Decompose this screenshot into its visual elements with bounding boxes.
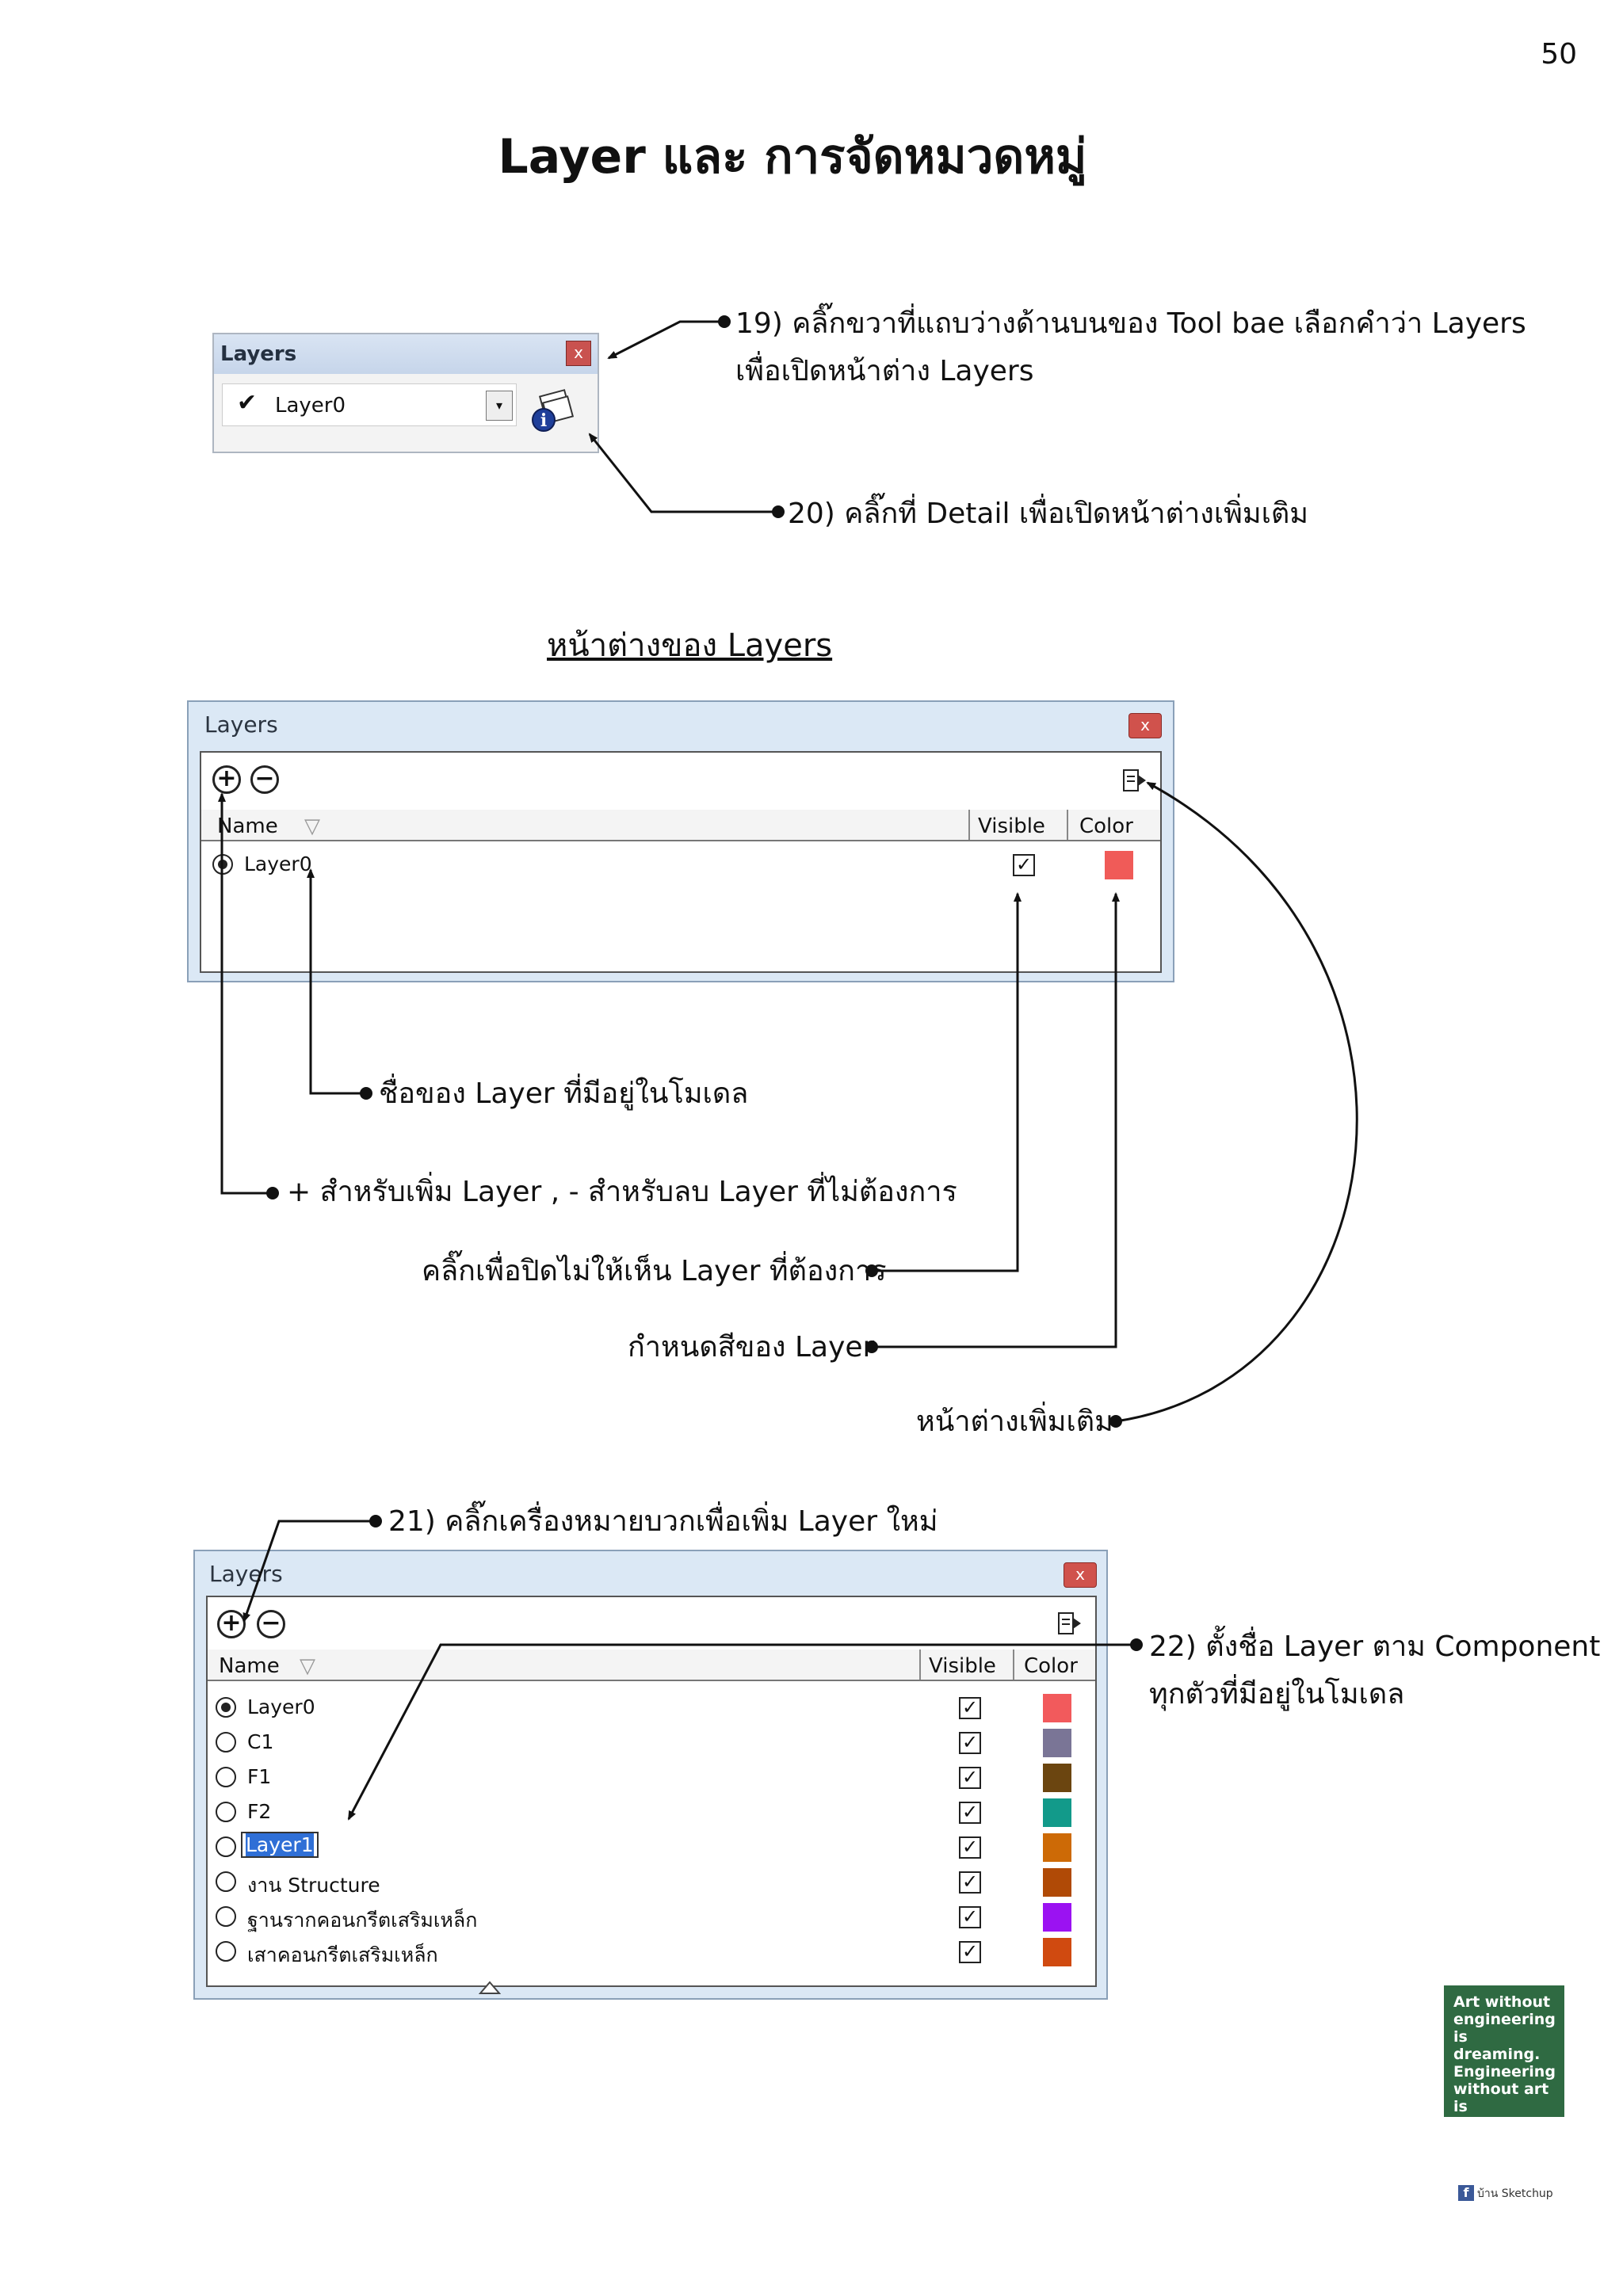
- layer-color-swatch[interactable]: [1043, 1798, 1071, 1827]
- layer-name-input[interactable]: Layer1: [241, 1832, 319, 1858]
- layer-row[interactable]: F1 ✓: [208, 1760, 1095, 1792]
- layer-color-swatch[interactable]: [1043, 1764, 1071, 1792]
- layer-row[interactable]: งาน Structure ✓: [208, 1865, 1095, 1897]
- visible-checkbox[interactable]: ✓: [959, 1836, 981, 1859]
- add-layer-button[interactable]: +: [217, 1610, 246, 1638]
- note-19-line1: 19) คลิ๊กขวาที่แถบว่างด้านบนของ Tool bae…: [735, 307, 1526, 340]
- layer-row[interactable]: ฐานรากคอนกรีตเสริมเหล็ก ✓: [208, 1900, 1095, 1932]
- layer-color-swatch[interactable]: [1043, 1694, 1071, 1722]
- current-layer-label: Layer0: [275, 394, 346, 418]
- layer-row[interactable]: เสาคอนกรีตเสริมเหล็ก ✓: [208, 1935, 1095, 1966]
- column-visible[interactable]: Visible: [929, 1654, 996, 1678]
- layer-color-swatch[interactable]: [1043, 1868, 1071, 1897]
- layer-row[interactable]: Layer1 ✓: [208, 1830, 1095, 1862]
- note-layer-name: ชื่อของ Layer ที่มีอยู่ในโมเดล: [379, 1077, 749, 1110]
- layer-radio[interactable]: [216, 1732, 236, 1753]
- column-name[interactable]: Name: [219, 1654, 280, 1678]
- poster-quote: Art without engineering is dreaming. Eng…: [1453, 1993, 1556, 2133]
- selected-text: Layer1: [246, 1833, 314, 1856]
- toolbar-title: Layers: [220, 342, 297, 366]
- section-subheading: หน้าต่างของ Layers: [547, 627, 833, 664]
- layer-name[interactable]: Layer0: [244, 852, 312, 875]
- active-layer-radio[interactable]: [216, 1697, 236, 1718]
- note-20: 20) คลิ๊กที่ Detail เพื่อเปิดหน้าต่างเพิ…: [788, 498, 1308, 530]
- visible-checkbox[interactable]: ✓: [959, 1871, 981, 1894]
- visible-checkbox[interactable]: ✓: [959, 1802, 981, 1824]
- remove-layer-button[interactable]: −: [257, 1610, 285, 1638]
- window-title: Layers: [209, 1561, 283, 1587]
- window-title: Layers: [204, 711, 278, 738]
- layer-radio[interactable]: [216, 1802, 236, 1822]
- layer-radio[interactable]: [216, 1906, 236, 1927]
- svg-text:i: i: [540, 410, 547, 431]
- remove-layer-button[interactable]: −: [250, 765, 279, 794]
- note-details: หน้าต่างเพิ่มเติม: [916, 1405, 1113, 1438]
- toolbar-close-button[interactable]: x: [566, 341, 591, 366]
- chevron-down-icon[interactable]: ▾: [486, 391, 513, 421]
- column-header: Name ▽ Visible Color: [201, 810, 1160, 841]
- check-icon: ✔: [237, 389, 258, 417]
- layer-color-swatch[interactable]: [1043, 1833, 1071, 1862]
- note-visible: คลิ๊กเพื่อปิดไม่ให้เห็น Layer ที่ต้องการ: [422, 1255, 887, 1287]
- visible-checkbox[interactable]: ✓: [959, 1941, 981, 1963]
- visible-checkbox[interactable]: ✓: [959, 1767, 981, 1789]
- column-header: Name ▽ Visible Color: [208, 1650, 1095, 1681]
- layers-panel: + − Name ▽ Visible Color Layer0 ✓: [200, 751, 1162, 973]
- layer-details-icon[interactable]: i: [528, 387, 575, 434]
- visible-checkbox[interactable]: ✓: [959, 1697, 981, 1719]
- layer-color-swatch[interactable]: [1043, 1729, 1071, 1757]
- note-color: กำหนดสีของ Layer: [628, 1331, 875, 1363]
- facebook-page-name: บ้าน Sketchup: [1477, 2187, 1553, 2200]
- layer-name[interactable]: ฐานรากคอนกรีตเสริมเหล็ก: [247, 1909, 478, 1932]
- sort-icon: ▽: [304, 814, 320, 838]
- column-color[interactable]: Color: [1079, 814, 1133, 838]
- note-22-line2: ทุกตัวที่มีอยู่ในโมเดล: [1149, 1678, 1405, 1711]
- column-color[interactable]: Color: [1024, 1654, 1078, 1678]
- layer-row[interactable]: C1 ✓: [208, 1726, 1095, 1757]
- layers-window-1: Layers x + − Name ▽ Visible Color Layer0…: [187, 700, 1174, 982]
- details-arrow-icon[interactable]: [1121, 765, 1148, 797]
- layer-color-swatch[interactable]: [1043, 1938, 1071, 1966]
- sort-icon: ▽: [300, 1654, 315, 1678]
- visible-checkbox[interactable]: ✓: [959, 1906, 981, 1928]
- layer-radio[interactable]: [216, 1836, 236, 1857]
- page-number: 50: [1541, 38, 1577, 71]
- facebook-icon: f: [1458, 2185, 1474, 2201]
- column-visible[interactable]: Visible: [978, 814, 1045, 838]
- layers-panel: + − Name ▽ Visible Color Layer0✓C1✓F1✓F2…: [206, 1596, 1097, 1987]
- visible-checkbox[interactable]: ✓: [1013, 854, 1035, 876]
- layer-radio[interactable]: [216, 1767, 236, 1787]
- layer-name[interactable]: F2: [247, 1800, 272, 1823]
- layer-name[interactable]: C1: [247, 1730, 274, 1753]
- note-21: 21) คลิ๊กเครื่องหมายบวกเพื่อเพิ่ม Layer …: [388, 1505, 938, 1538]
- layer-row[interactable]: F2 ✓: [208, 1795, 1095, 1827]
- layer-color-swatch[interactable]: [1043, 1903, 1071, 1932]
- layer-name[interactable]: เสาคอนกรีตเสริมเหล็ก: [247, 1943, 438, 1966]
- layer-radio[interactable]: [216, 1871, 236, 1892]
- window-close-button[interactable]: x: [1128, 713, 1162, 738]
- resize-grip-icon[interactable]: [479, 1979, 501, 1995]
- layers-toolbar: Layers x ✔ Layer0 ▾ i: [212, 333, 599, 453]
- layer-radio[interactable]: [216, 1941, 236, 1962]
- toolbar-titlebar[interactable]: Layers x: [214, 334, 598, 374]
- window-close-button[interactable]: x: [1064, 1562, 1097, 1588]
- column-name[interactable]: Name: [217, 814, 278, 838]
- page-title: Layer และ การจัดหมวดหมู่: [498, 129, 1087, 185]
- layer-color-swatch[interactable]: [1105, 851, 1133, 879]
- layer-name[interactable]: F1: [247, 1765, 272, 1788]
- visible-checkbox[interactable]: ✓: [959, 1732, 981, 1754]
- layer-row[interactable]: Layer0 ✓: [208, 1691, 1095, 1722]
- note-plus-minus: + สำหรับเพิ่ม Layer , - สำหรับลบ Layer ท…: [287, 1176, 957, 1208]
- note-19-line2: เพื่อเปิดหน้าต่าง Layers: [735, 355, 1034, 387]
- layer-dropdown[interactable]: ✔ Layer0 ▾: [222, 383, 517, 426]
- note-22-line1: 22) ตั้งชื่อ Layer ตาม Component: [1149, 1630, 1601, 1663]
- quote-poster: Art without engineering is dreaming. Eng…: [1444, 1985, 1564, 2133]
- layer-name[interactable]: Layer0: [247, 1695, 315, 1718]
- add-layer-button[interactable]: +: [212, 765, 241, 794]
- layer-name[interactable]: งาน Structure: [247, 1874, 380, 1897]
- details-arrow-icon[interactable]: [1056, 1608, 1083, 1640]
- layers-window-2: Layers x + − Name ▽ Visible Color Layer0…: [193, 1550, 1108, 2000]
